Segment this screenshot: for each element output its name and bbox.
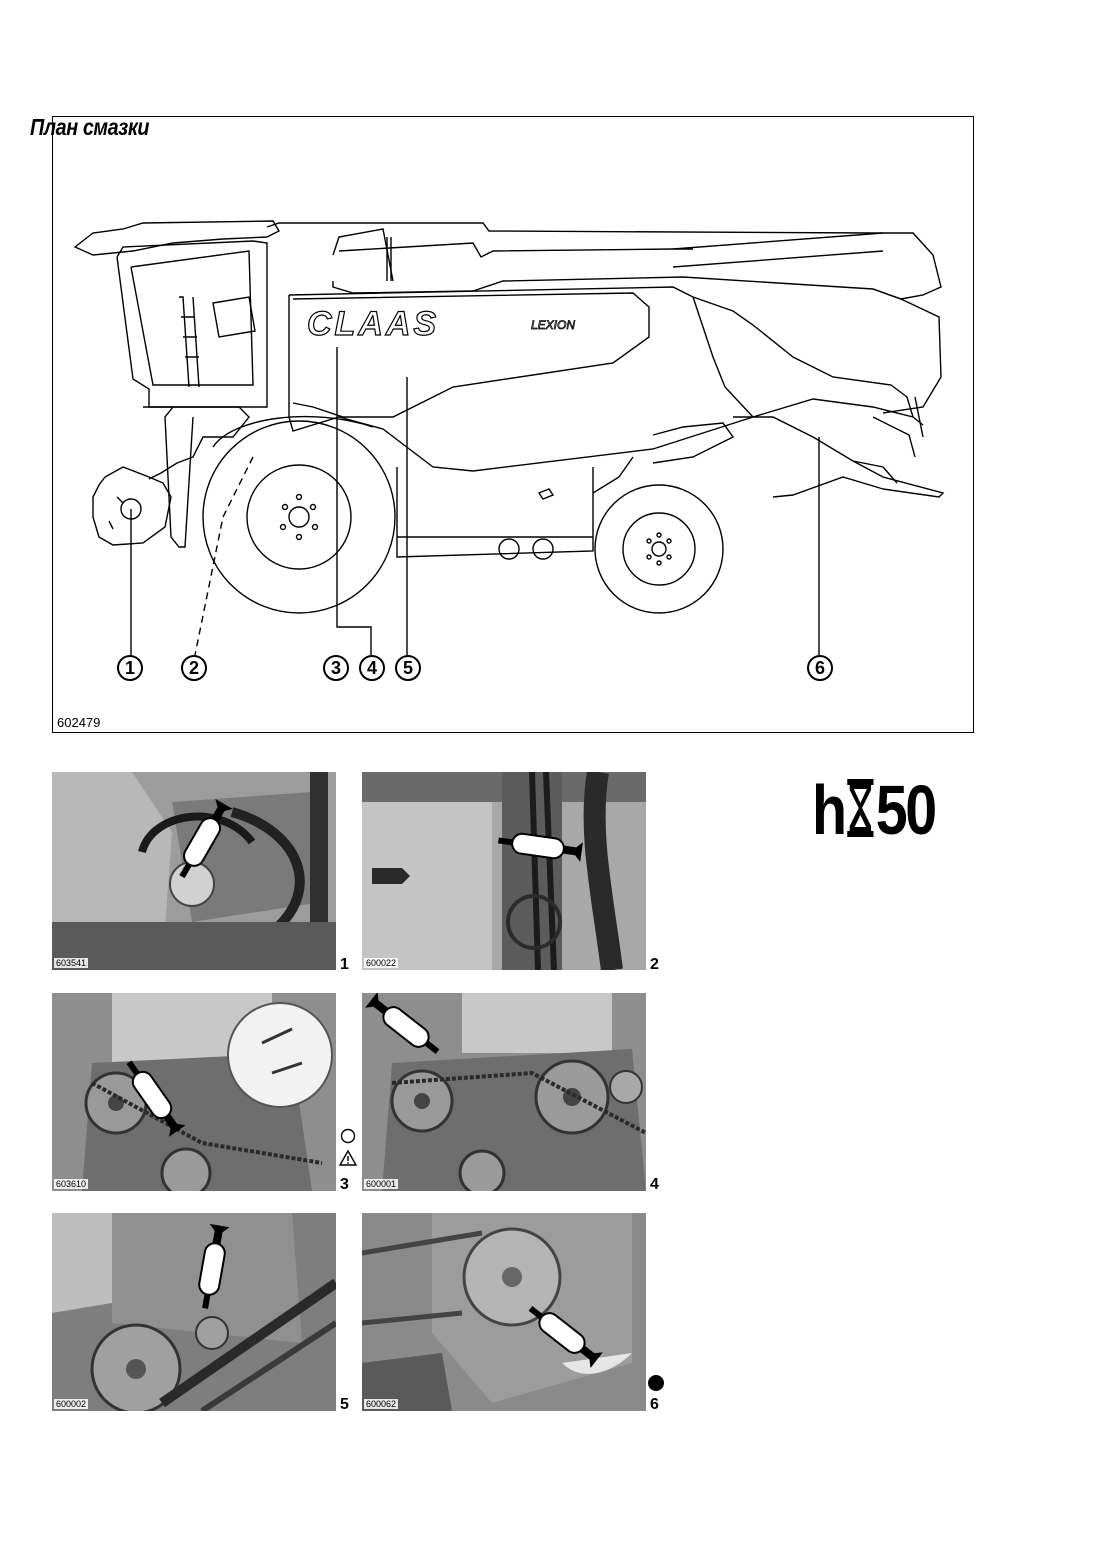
photo-2: 600022 (362, 772, 646, 970)
callout-1: 1 (117, 655, 143, 681)
photo-1: 603541 (52, 772, 336, 970)
photo-4-code: 600001 (364, 1179, 399, 1189)
callout-3: 3 (323, 655, 349, 681)
photo-6-number: 6 (650, 1396, 659, 1413)
circle-icon (340, 1128, 356, 1144)
main-figure-code: 602479 (57, 715, 101, 730)
callout-5: 5 (395, 655, 421, 681)
photo-5-number: 5 (340, 1396, 349, 1413)
photo-3-code: 603610 (54, 1179, 89, 1189)
model-logo: LEXION (531, 318, 575, 332)
photo-4-number: 4 (650, 1176, 659, 1193)
service-interval: h 50 (812, 770, 937, 850)
interval-prefix: h (812, 771, 847, 849)
filled-circle-icon (648, 1375, 664, 1391)
photo-4: 600001 (362, 993, 646, 1191)
photo-6-code: 600062 (364, 1399, 399, 1409)
photo-3: 603610 (52, 993, 336, 1191)
combine-harvester-drawing: CLAAS LEXION (73, 220, 945, 657)
callout-2: 2 (181, 655, 207, 681)
hourglass-icon (847, 779, 874, 837)
callout-6: 6 (807, 655, 833, 681)
callout-4: 4 (359, 655, 385, 681)
photo-2-number: 2 (650, 956, 659, 973)
photo-2-code: 600022 (364, 958, 399, 968)
brand-logo: CLAAS (307, 305, 439, 343)
photo-5-code: 600002 (54, 1399, 89, 1409)
interval-value: 50 (875, 771, 937, 849)
page-title: План смазки (30, 114, 150, 140)
photo-1-code: 603541 (54, 958, 89, 968)
photo-5: 600002 (52, 1213, 336, 1411)
warning-triangle-icon (339, 1150, 357, 1166)
photo-6: 600062 (362, 1213, 646, 1411)
lubrication-diagram: CLAAS LEXION 1 2 3 4 5 6 602479 (52, 116, 974, 733)
photo-1-number: 1 (340, 956, 349, 973)
photo-3-number: 3 (340, 1176, 349, 1193)
